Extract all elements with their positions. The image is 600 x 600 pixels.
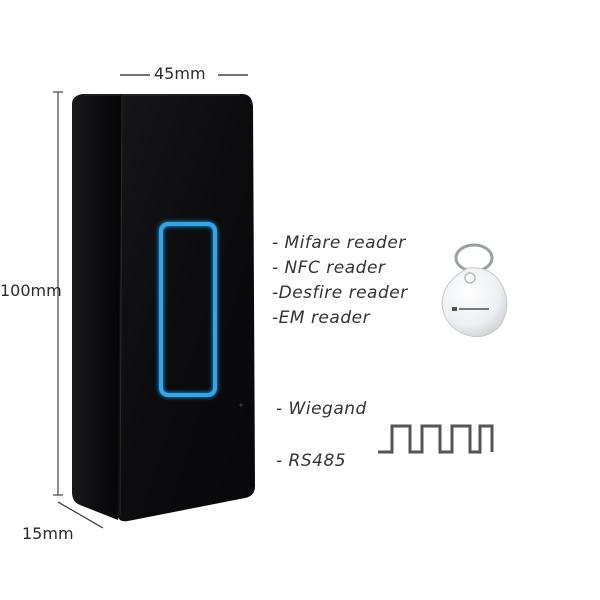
interface-rs485: - RS485 — [276, 451, 347, 471]
feature-desfire: -Desfire reader — [272, 283, 408, 303]
depth-label: 15mm — [22, 524, 74, 543]
depth-dim-line — [57, 501, 104, 529]
width-label: 45mm — [154, 64, 206, 83]
feature-mifare: - Mifare reader — [272, 233, 406, 253]
device-front-face — [117, 94, 255, 522]
height-label: 100mm — [0, 281, 62, 300]
key-fob-icon — [441, 243, 508, 338]
status-dot — [239, 403, 243, 407]
feature-nfc: - NFC reader — [272, 258, 386, 278]
feature-em: -EM reader — [272, 308, 371, 328]
led-ring — [159, 222, 217, 397]
device-side-panel — [72, 94, 122, 520]
wiegand-pulse-icon — [378, 424, 494, 454]
interface-wiegand: - Wiegand — [276, 399, 367, 419]
